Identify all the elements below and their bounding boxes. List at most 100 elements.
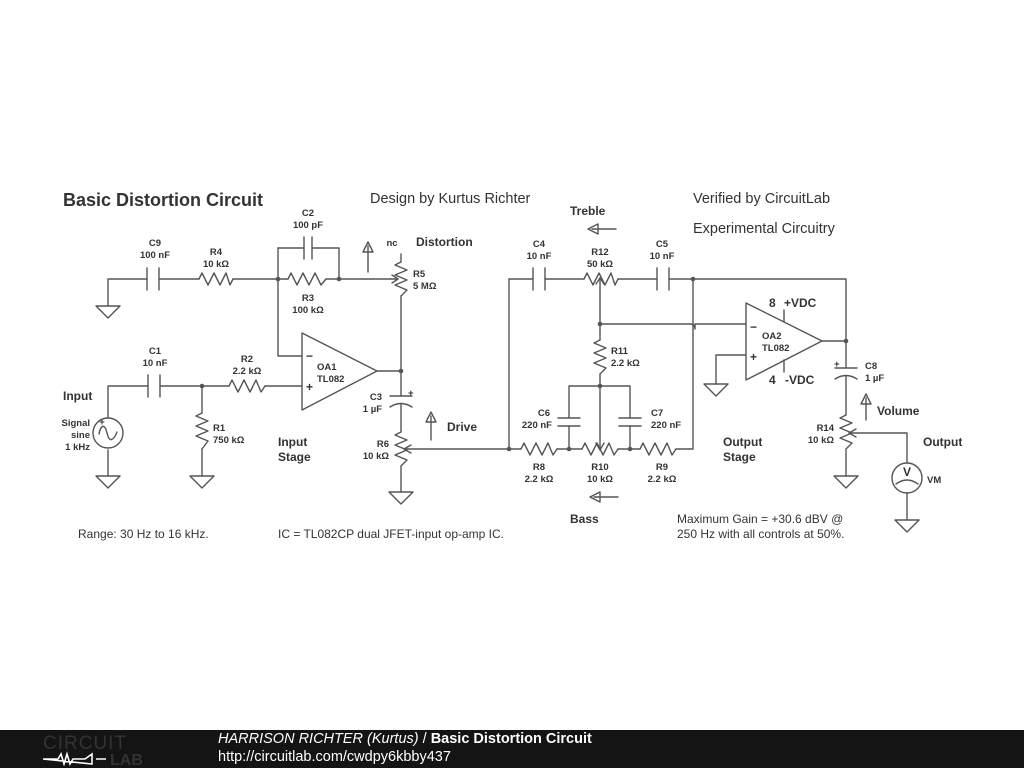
capacitor-c1: [147, 374, 161, 398]
oa2-vdc-pos: +VDC: [784, 296, 817, 310]
r11-value: 2.2 kΩ: [611, 358, 640, 369]
resistor-r4: [198, 272, 234, 286]
c3-plus-sign: +: [408, 388, 414, 399]
c1-name: C1: [149, 346, 162, 357]
input-wiring: [107, 385, 303, 477]
capacitor-c5: [656, 267, 670, 291]
c5-value: 10 nF: [650, 251, 675, 262]
c6-value: 220 nF: [522, 420, 552, 431]
distortion-up-arrow-icon: [362, 241, 374, 273]
capacitor-c7: [618, 417, 642, 427]
input-label: Input: [63, 389, 92, 403]
circuitlab-logo[interactable]: CIRCUIT LAB: [40, 732, 180, 766]
c2-value: 100 pF: [293, 220, 323, 231]
capacitor-c2: [303, 236, 313, 260]
ground-symbol: [95, 305, 121, 319]
c2-name: C2: [302, 208, 314, 219]
resistor-r8: [520, 442, 558, 456]
source-label-2: sine: [71, 430, 90, 441]
r14-value: 10 kΩ: [808, 435, 834, 446]
c1-value: 10 nF: [143, 358, 168, 369]
capacitor-c8: [834, 340, 858, 416]
r2-value: 2.2 kΩ: [233, 366, 262, 377]
drive-label: Drive: [447, 420, 477, 434]
r12-value: 50 kΩ: [587, 259, 613, 270]
footer-title[interactable]: Basic Distortion Circuit: [430, 731, 592, 747]
ground-symbol: [703, 383, 729, 397]
experimental-note: Experimental Circuitry: [693, 221, 836, 237]
r6-value: 10 kΩ: [363, 451, 389, 462]
ground-symbol: [95, 475, 121, 489]
c9-value: 100 nF: [140, 250, 170, 261]
logo-circuit-icon: [42, 751, 106, 766]
r8-value: 2.2 kΩ: [525, 474, 554, 485]
volume-label: Volume: [877, 404, 920, 418]
oa1-plus-sign: +: [306, 380, 313, 394]
ground-symbol: [189, 475, 215, 489]
r2-name: R2: [241, 354, 253, 365]
c7-name: C7: [651, 408, 663, 419]
diagram-title: Basic Distortion Circuit: [63, 190, 263, 210]
capacitor-c4: [532, 267, 546, 291]
range-note: Range: 30 Hz to 16 kHz.: [78, 527, 209, 541]
c8-plus-sign: +: [834, 359, 840, 370]
oa2-part: TL082: [762, 343, 789, 354]
footer-bar: CIRCUIT LAB HARRISON RICHTER (Kurtus) / …: [0, 730, 1024, 768]
r6-name: R6: [377, 439, 389, 450]
ground-symbol: [388, 491, 414, 505]
oa1-name: OA1: [317, 362, 337, 373]
c8-name: C8: [865, 361, 877, 372]
r1-value: 750 kΩ: [213, 435, 245, 446]
resistor-r1: [195, 412, 209, 450]
bass-label: Bass: [570, 512, 599, 526]
capacitor-c3: [389, 370, 413, 433]
source-label-1: Signal: [61, 418, 90, 429]
oa2-vdc-neg: -VDC: [785, 373, 815, 387]
r9-name: R9: [656, 462, 668, 473]
logo-bottom-text: LAB: [110, 752, 143, 766]
footer-url[interactable]: http://circuitlab.com/cwdpy6kbby437: [218, 749, 451, 765]
bass-left-arrow-icon: [589, 491, 619, 503]
gain-note-line-2: 250 Hz with all controls at 50%.: [677, 527, 844, 541]
verified-credit: Verified by CircuitLab: [693, 191, 830, 207]
voltmeter-name: VM: [927, 475, 941, 486]
output-label: Output: [923, 435, 962, 449]
c7-value: 220 nF: [651, 420, 681, 431]
r5-nc-label: nc: [386, 238, 397, 249]
output-stage-label-1: Output: [723, 435, 762, 449]
footer-author[interactable]: HARRISON RICHTER (Kurtus): [218, 731, 419, 747]
oa2-plus-sign: +: [750, 350, 757, 364]
source-plus-sign: +: [99, 417, 105, 428]
r5-value: 5 MΩ: [413, 281, 437, 292]
resistor-r3: [287, 272, 327, 286]
potentiometer-r10: [581, 419, 619, 456]
tone-stack-wiring: [508, 278, 847, 450]
resistor-r11: [593, 339, 607, 375]
treble-left-arrow-icon: [587, 223, 617, 235]
oa1-minus-sign: −: [306, 349, 313, 363]
gain-note-line-1: Maximum Gain = +30.6 dBV @: [677, 512, 843, 526]
output-stage-label-2: Stage: [723, 450, 756, 464]
footer-author-line: HARRISON RICHTER (Kurtus) / Basic Distor…: [218, 731, 592, 747]
r11-name: R11: [611, 346, 629, 357]
logo-top-text: CIRCUIT: [43, 733, 127, 754]
footer-separator: /: [418, 731, 431, 747]
potentiometer-r6: [394, 431, 510, 493]
c3-value: 1 µF: [363, 404, 382, 415]
c3-name: C3: [370, 392, 382, 403]
r3-name: R3: [302, 293, 314, 304]
opamp-oa2: [715, 302, 847, 385]
c9-name: C9: [149, 238, 161, 249]
r1-name: R1: [213, 423, 226, 434]
c4-name: C4: [533, 239, 546, 250]
r4-name: R4: [210, 247, 223, 258]
oa1-part: TL082: [317, 374, 344, 385]
volume-up-arrow-icon: [860, 393, 872, 421]
capacitor-c9: [146, 267, 160, 291]
r10-name: R10: [591, 462, 608, 473]
feedback-network-wiring: [107, 247, 402, 372]
oa2-name: OA2: [762, 331, 782, 342]
c6-name: C6: [538, 408, 550, 419]
r3-value: 100 kΩ: [292, 305, 324, 316]
oa2-pin-4: 4: [769, 373, 776, 387]
